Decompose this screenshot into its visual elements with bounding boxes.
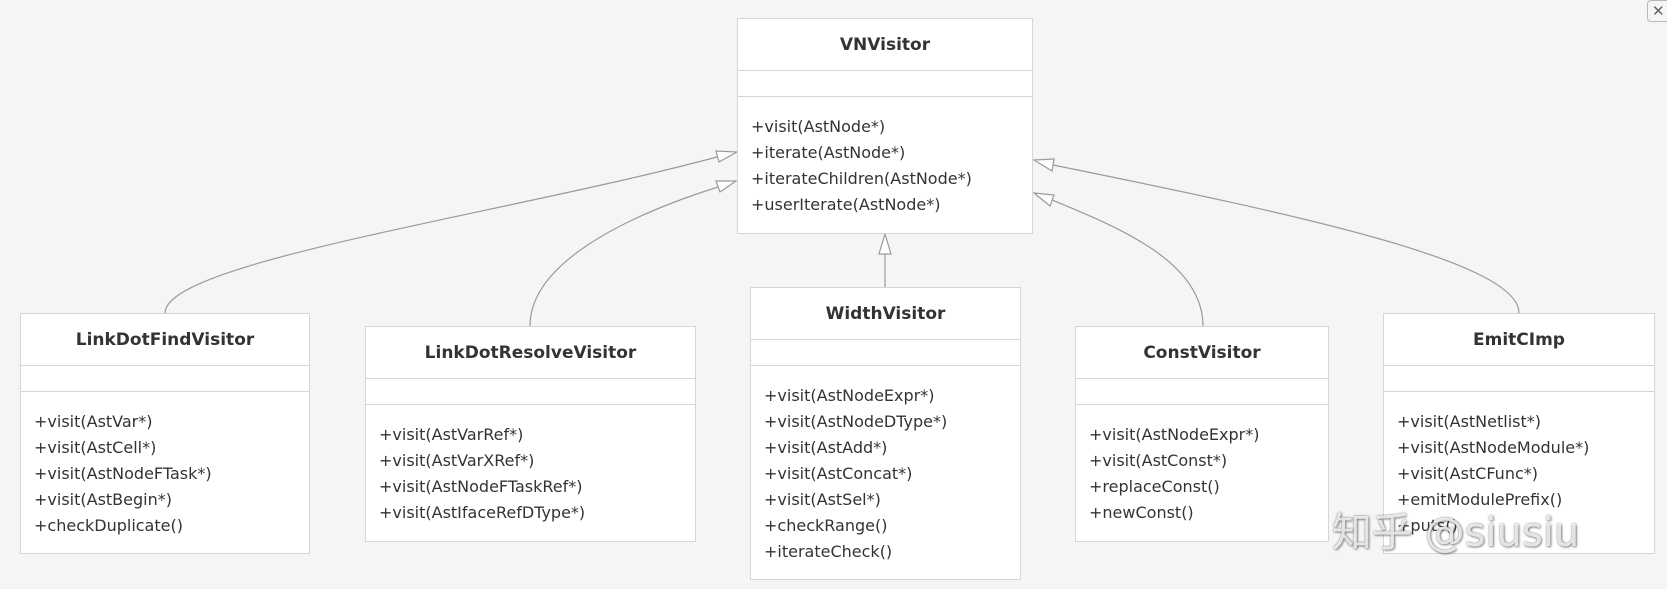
- close-icon: ✕: [1652, 2, 1665, 20]
- method-item: +visit(AstConcat*): [764, 464, 913, 483]
- method-item: +iterateChildren(AstNode*): [751, 169, 972, 188]
- method-item: +userIterate(AstNode*): [751, 195, 941, 214]
- method-item: +visit(AstNodeExpr*): [764, 386, 935, 405]
- inheritance-arrowhead: [715, 180, 738, 193]
- class-linkdotresolvevisitor[interactable]: LinkDotResolveVisitor +visit(AstVarRef*)…: [365, 326, 696, 542]
- method-item: +visit(AstAdd*): [764, 438, 888, 457]
- class-attributes-compartment: [1076, 379, 1328, 405]
- class-name: LinkDotResolveVisitor: [366, 327, 695, 379]
- class-methods-compartment: +visit(AstNodeExpr*) +visit(AstNodeDType…: [751, 366, 1020, 565]
- method-item: +visit(AstIfaceRefDType*): [379, 503, 586, 522]
- method-item: +visit(AstNodeModule*): [1397, 438, 1590, 457]
- method-item: +visit(AstNodeFTask*): [34, 464, 212, 483]
- method-item: +replaceConst(): [1089, 477, 1220, 496]
- method-item: +iterateCheck(): [764, 542, 893, 561]
- class-attributes-compartment: [738, 71, 1032, 97]
- class-name: WidthVisitor: [751, 288, 1020, 340]
- class-name: EmitCImp: [1384, 314, 1654, 366]
- inheritance-arrowhead: [878, 231, 892, 255]
- class-name: VNVisitor: [738, 19, 1032, 71]
- method-item: +visit(AstNode*): [751, 117, 886, 136]
- class-methods-compartment: +visit(AstNetlist*) +visit(AstNodeModule…: [1384, 392, 1654, 539]
- method-item: +visit(AstCell*): [34, 438, 157, 457]
- class-attributes-compartment: [751, 340, 1020, 366]
- method-item: +visit(AstSel*): [764, 490, 881, 509]
- method-item: +newConst(): [1089, 503, 1194, 522]
- method-item: +visit(AstVarXRef*): [379, 451, 535, 470]
- class-attributes-compartment: [21, 366, 309, 392]
- method-item: +iterate(AstNode*): [751, 143, 906, 162]
- inheritance-arrowhead: [1032, 192, 1055, 207]
- class-widthvisitor[interactable]: WidthVisitor +visit(AstNodeExpr*) +visit…: [750, 287, 1021, 580]
- class-name: ConstVisitor: [1076, 327, 1328, 379]
- class-linkdotfindvisitor[interactable]: LinkDotFindVisitor +visit(AstVar*) +visi…: [20, 313, 310, 554]
- method-item: +visit(AstConst*): [1089, 451, 1228, 470]
- inheritance-arrowhead: [715, 150, 740, 163]
- edge-const-to-vnvisitor: [1051, 199, 1204, 327]
- method-item: +checkRange(): [764, 516, 888, 535]
- class-emitcimp[interactable]: EmitCImp +visit(AstNetlist*) +visit(AstN…: [1383, 313, 1655, 554]
- class-methods-compartment: +visit(AstNode*) +iterate(AstNode*) +ite…: [738, 97, 1032, 218]
- class-methods-compartment: +visit(AstVarRef*) +visit(AstVarXRef*) +…: [366, 405, 695, 526]
- class-constvisitor[interactable]: ConstVisitor +visit(AstNodeExpr*) +visit…: [1075, 326, 1329, 542]
- method-item: +checkDuplicate(): [34, 516, 183, 535]
- method-item: +visit(AstNetlist*): [1397, 412, 1541, 431]
- method-item: +visit(AstNodeExpr*): [1089, 425, 1260, 444]
- method-item: +visit(AstBegin*): [34, 490, 172, 509]
- class-attributes-compartment: [366, 379, 695, 405]
- class-methods-compartment: +visit(AstVar*) +visit(AstCell*) +visit(…: [21, 392, 309, 539]
- edge-emitcimp-to-vnvisitor: [1052, 164, 1520, 314]
- class-vnvisitor[interactable]: VNVisitor +visit(AstNode*) +iterate(AstN…: [737, 18, 1033, 234]
- class-name: LinkDotFindVisitor: [21, 314, 309, 366]
- method-item: +visit(AstCFunc*): [1397, 464, 1538, 483]
- inheritance-arrowhead: [1032, 158, 1055, 172]
- method-item: +puts(): [1397, 516, 1458, 535]
- method-item: +emitModulePrefix(): [1397, 490, 1563, 509]
- class-attributes-compartment: [1384, 366, 1654, 392]
- class-methods-compartment: +visit(AstNodeExpr*) +visit(AstConst*) +…: [1076, 405, 1328, 526]
- edge-linkdotfind-to-vnvisitor: [164, 156, 718, 314]
- method-item: +visit(AstVarRef*): [379, 425, 524, 444]
- method-item: +visit(AstVar*): [34, 412, 153, 431]
- method-item: +visit(AstNodeDType*): [764, 412, 948, 431]
- method-item: +visit(AstNodeFTaskRef*): [379, 477, 583, 496]
- close-button[interactable]: ✕: [1647, 0, 1667, 22]
- edge-linkdotresolve-to-vnvisitor: [529, 186, 719, 327]
